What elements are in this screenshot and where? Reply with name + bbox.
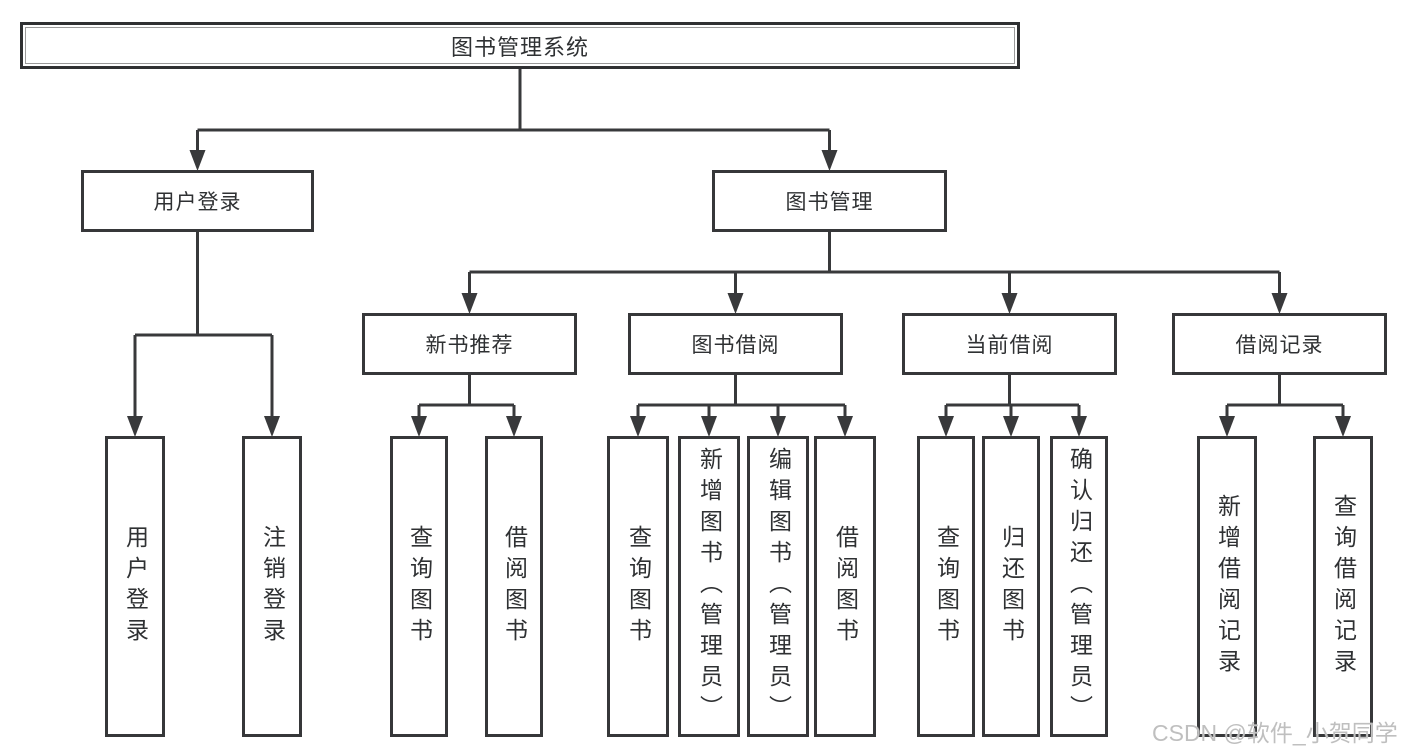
node-label: 归还图书 <box>998 524 1025 649</box>
node-label: 注销登录 <box>259 524 286 649</box>
node-label: 新书推荐 <box>425 334 514 357</box>
node-leaf-add-books-admin: 新增图书（管理员） <box>678 436 740 737</box>
node-leaf-user-login: 用户登录 <box>105 436 165 737</box>
node-label: 用户登录 <box>122 524 149 649</box>
node-leaf-edit-books-admin: 编辑图书（管理员） <box>747 436 809 737</box>
node-leaf-return-books: 归还图书 <box>982 436 1040 737</box>
node-label: 图书管理 <box>785 191 874 214</box>
node-label: 新增借阅记录 <box>1214 493 1241 680</box>
node-label: 查询图书 <box>933 524 960 649</box>
node-label: 编辑图书（管理员） <box>765 447 792 726</box>
node-label: 借阅图书 <box>501 524 528 649</box>
node-label: 确认归还（管理员） <box>1066 447 1093 726</box>
node-leaf-add-borrow-record: 新增借阅记录 <box>1197 436 1257 737</box>
node-borrow-records: 借阅记录 <box>1172 313 1387 375</box>
node-leaf-confirm-return-admin: 确认归还（管理员） <box>1050 436 1108 737</box>
node-leaf-borrow-books: 借阅图书 <box>814 436 876 737</box>
node-leaf-query-books-recommend: 查询图书 <box>390 436 448 737</box>
node-user-login-branch: 用户登录 <box>81 170 314 232</box>
node-book-management-branch: 图书管理 <box>712 170 947 232</box>
node-library-management-system: 图书管理系统 <box>20 22 1020 69</box>
node-label: 借阅记录 <box>1235 334 1324 357</box>
node-leaf-borrow-books-recommend: 借阅图书 <box>485 436 543 737</box>
node-label: 用户登录 <box>153 191 242 214</box>
node-leaf-query-books-current: 查询图书 <box>917 436 975 737</box>
node-new-book-recommend: 新书推荐 <box>362 313 577 375</box>
node-label: 查询图书 <box>625 524 652 649</box>
node-label: 借阅图书 <box>832 524 859 649</box>
node-leaf-query-books-borrow: 查询图书 <box>607 436 669 737</box>
node-leaf-logout: 注销登录 <box>242 436 302 737</box>
node-label: 当前借阅 <box>965 334 1054 357</box>
node-label: 新增图书（管理员） <box>696 447 723 726</box>
node-book-borrow: 图书借阅 <box>628 313 843 375</box>
node-leaf-query-borrow-record: 查询借阅记录 <box>1313 436 1373 737</box>
node-label: 查询借阅记录 <box>1330 493 1357 680</box>
node-label: 图书借阅 <box>691 334 780 357</box>
node-current-borrow: 当前借阅 <box>902 313 1117 375</box>
csdn-watermark: CSDN @软件_小贺同学 <box>1152 720 1398 746</box>
node-label: 图书管理系统 <box>450 34 589 60</box>
node-label: 查询图书 <box>406 524 433 649</box>
